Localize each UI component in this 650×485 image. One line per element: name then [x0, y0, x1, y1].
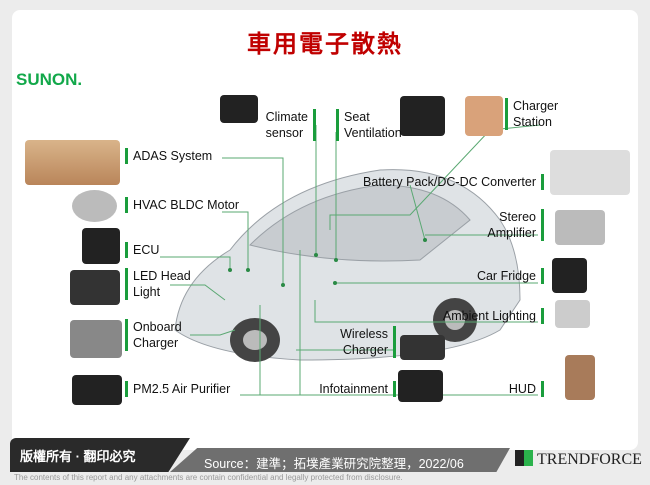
label-text: Seat — [344, 110, 370, 124]
label-adas: ADAS System — [125, 148, 212, 164]
wireless-fan-image — [400, 335, 445, 360]
trendforce-logo: TRENDFORCE — [515, 450, 642, 469]
disclaimer: The contents of this report and any atta… — [14, 473, 403, 482]
adas-image — [25, 140, 120, 185]
infotainment-fan-image — [398, 370, 443, 402]
label-text: Station — [513, 115, 552, 129]
label-text: LED Head — [133, 269, 191, 283]
label-infotainment: Infotainment — [319, 381, 396, 397]
label-text: HVAC BLDC Motor — [133, 198, 240, 212]
source-note: Source：建準；拓墣產業研究院整理，2022/06 — [170, 448, 510, 472]
led-fan-image — [70, 270, 120, 305]
hvac-motor-image — [72, 190, 117, 222]
amplifier-image — [555, 210, 605, 245]
label-hvac: HVAC BLDC Motor — [125, 197, 239, 213]
label-text: ECU — [133, 243, 160, 257]
label-text: PM2.5 Air Purifier — [133, 382, 231, 396]
fridge-fan-image — [552, 258, 587, 293]
logo-text: TRENDFORCE — [537, 451, 642, 468]
label-text: Stereo — [499, 210, 536, 224]
label-ecu: ECU — [125, 242, 159, 258]
label-text: Amplifier — [487, 226, 536, 240]
trendforce-icon — [515, 450, 533, 466]
ambient-led-image — [555, 300, 590, 328]
copyright-notice: 版權所有 · 翻印必究 — [10, 438, 190, 472]
onboard-charger-image — [70, 320, 122, 358]
car-illustration — [174, 169, 521, 362]
label-text: Ventilation — [344, 126, 402, 140]
label-pm25: PM2.5 Air Purifier — [125, 381, 230, 397]
label-text: Ambient Lighting — [442, 309, 536, 323]
battery-blower-image — [550, 150, 630, 195]
label-text: Charger — [133, 336, 179, 350]
page-title: 車用電子散熱 — [247, 29, 403, 58]
label-text: Onboard — [133, 320, 182, 334]
climate-sensor-image — [220, 95, 258, 123]
label-ambient: Ambient Lighting — [443, 308, 544, 324]
label-text: Infotainment — [319, 382, 388, 396]
label-text: sensor — [265, 126, 304, 140]
label-text: HUD — [508, 382, 536, 396]
label-text: Light — [133, 285, 161, 299]
seat-blower-image — [400, 96, 445, 136]
label-text: Climate — [265, 110, 308, 124]
charger-station-image — [465, 96, 503, 136]
label-text: Car Fridge — [476, 269, 536, 283]
label-text: Wireless — [340, 327, 388, 341]
label-climate-sensor: Climate sensor — [266, 109, 316, 141]
ecu-fan-image — [82, 228, 120, 264]
sunon-logo: SUNON. — [16, 70, 83, 89]
label-text: Charger — [342, 343, 388, 357]
label-text: Charger — [513, 99, 559, 113]
label-text: ADAS System — [133, 149, 213, 163]
label-text: Battery Pack/DC-DC Converter — [363, 175, 536, 189]
label-hud: HUD — [509, 381, 544, 397]
hud-image — [565, 355, 595, 400]
label-battery: Battery Pack/DC-DC Converter — [363, 174, 544, 190]
pm25-fan-image — [72, 375, 122, 405]
label-car-fridge: Car Fridge — [477, 268, 544, 284]
